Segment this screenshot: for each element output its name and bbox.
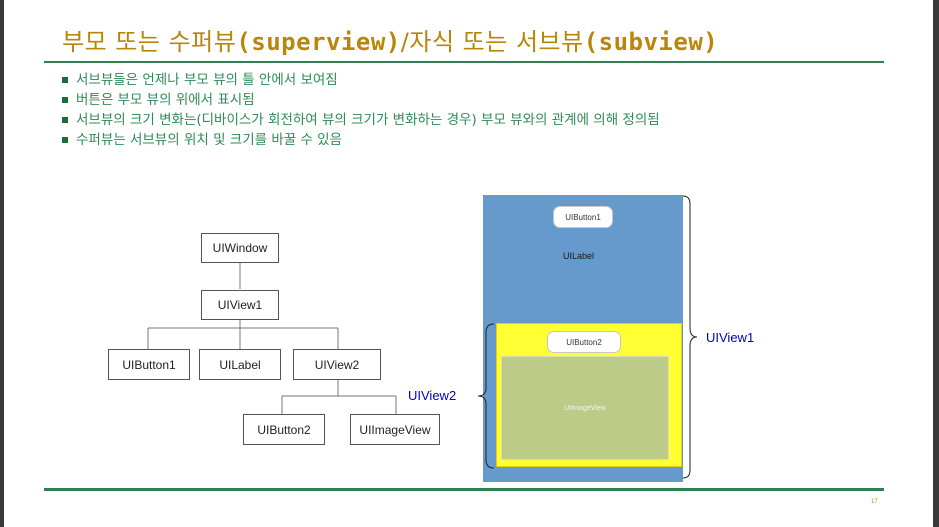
mockup-uibutton2: UIButton2 <box>547 331 621 353</box>
slide-title: 부모 또는 수퍼뷰(superview)/자식 또는 서브뷰(subview) <box>62 22 718 57</box>
tree-node-uiimageview: UIImageView <box>350 414 440 445</box>
tree-node-uiview1: UIView1 <box>201 290 279 320</box>
footer-divider <box>44 488 884 491</box>
title-part-4: (subview) <box>583 28 719 56</box>
title-part-1: 부모 또는 수퍼뷰 <box>62 28 237 56</box>
bullet-item: 서브뷰들은 언제나 부모 뷰의 틀 안에서 보여짐 <box>62 70 862 90</box>
callout-uiview1: UIView1 <box>706 330 755 345</box>
mockup-uibutton1: UIButton1 <box>553 206 613 228</box>
title-part-3: /자식 또는 서브뷰 <box>400 28 584 56</box>
tree-node-uiview2: UIView2 <box>293 349 381 380</box>
bullet-text: 버튼은 부모 뷰의 위에서 표시됨 <box>76 92 255 108</box>
bullet-text: 수퍼뷰는 서브뷰의 위치 및 크기를 바꿀 수 있음 <box>76 132 343 148</box>
page-number: 17 <box>871 499 878 505</box>
bullet-item: 서브뷰의 크기 변화는(디바이스가 회전하여 뷰의 크기가 변화하는 경우) 부… <box>62 110 862 130</box>
title-part-2: (superview) <box>236 28 401 56</box>
slide-left-border <box>0 0 4 527</box>
bullet-text: 서브뷰의 크기 변화는(디바이스가 회전하여 뷰의 크기가 변화하는 경우) 부… <box>76 112 660 128</box>
tree-node-uibutton2: UIButton2 <box>243 414 325 445</box>
bullet-item: 수퍼뷰는 서브뷰의 위치 및 크기를 바꿀 수 있음 <box>62 130 862 150</box>
bullet-text: 서브뷰들은 언제나 부모 뷰의 틀 안에서 보여짐 <box>76 72 338 88</box>
slide-right-border <box>933 0 939 527</box>
tree-node-uilabel: UILabel <box>199 349 281 380</box>
callout-uiview2: UIView2 <box>408 388 457 403</box>
bullet-marker-icon <box>62 77 68 83</box>
title-divider <box>44 61 884 63</box>
bullet-list: 서브뷰들은 언제나 부모 뷰의 틀 안에서 보여짐 버튼은 부모 뷰의 위에서 … <box>62 70 862 150</box>
mockup-uiimageview: UIImageView <box>501 356 669 460</box>
bullet-marker-icon <box>62 117 68 123</box>
tree-node-uiwindow: UIWindow <box>201 233 279 263</box>
bullet-marker-icon <box>62 137 68 143</box>
mockup-uilabel: UILabel <box>563 251 595 261</box>
bullet-item: 버튼은 부모 뷰의 위에서 표시됨 <box>62 90 862 110</box>
tree-node-uibutton1: UIButton1 <box>108 349 190 380</box>
bullet-marker-icon <box>62 97 68 103</box>
